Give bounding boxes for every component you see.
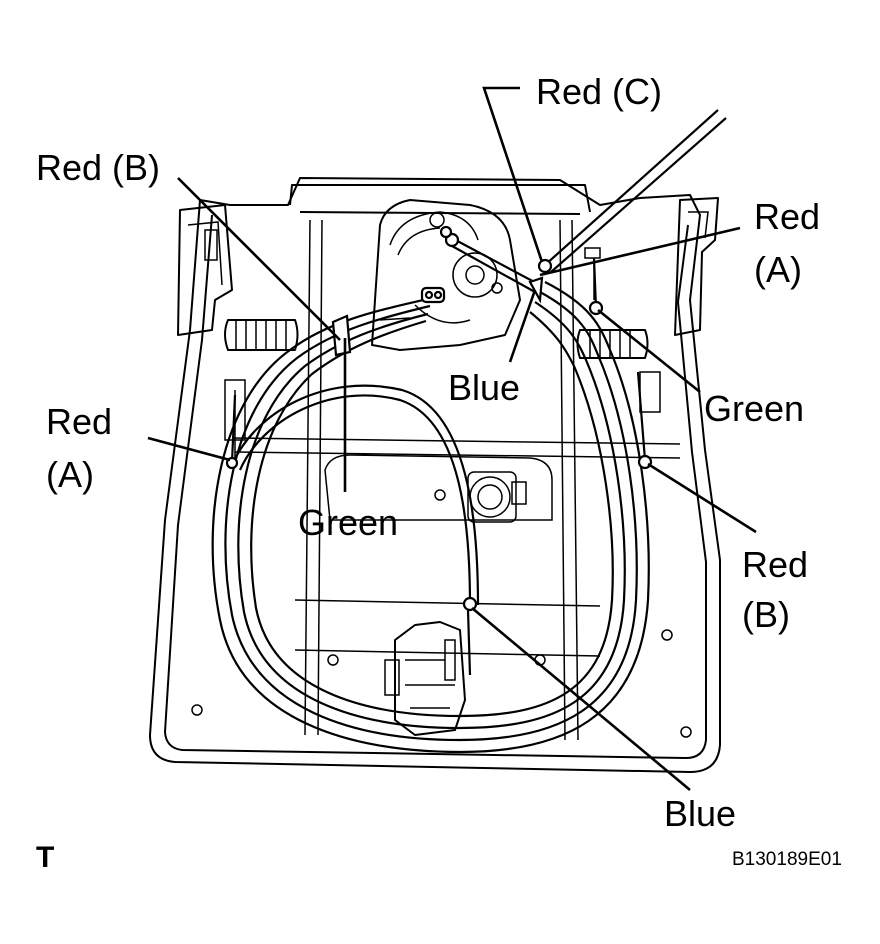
leader-red-a-right [539,226,741,277]
leader-red-c [482,86,544,263]
cable-bundle [211,109,727,754]
figure-code: B130189E01 [732,849,842,870]
left-spring [224,319,299,351]
lower-mechanism [384,621,466,736]
leader-blue-top [508,289,537,363]
label-red-a-left-line1: Red [46,401,112,442]
recliner-mechanism [371,199,521,351]
callout-labels: Red (C) Red (B) Red (A) Blue Green Red (… [36,71,820,834]
leader-green-right [597,308,701,394]
leader-blue-bottom [471,607,691,791]
cable-clips [225,225,653,612]
leader-red-b-right [647,462,757,534]
label-red-c: Red (C) [536,71,662,112]
label-red-b-top-left: Red (B) [36,147,160,188]
label-red-b-right-line2: (B) [742,594,790,635]
label-green-right: Green [704,388,804,429]
label-blue-bottom: Blue [664,793,736,834]
seat-frame [149,177,721,773]
leader-red-b-left [177,177,341,341]
leader-red-a-left [147,436,231,462]
label-red-a-left-line2: (A) [46,454,94,495]
label-red-a-right-line2: (A) [754,249,802,290]
right-spring [576,329,649,359]
label-blue-top: Blue [448,367,520,408]
blue-bottom-clip [462,596,478,612]
red-c-clip [537,258,553,274]
leader-lines [147,86,757,791]
label-green-center: Green [298,502,398,543]
label-red-a-right-line1: Red [754,196,820,237]
corner-mark: T [36,841,54,874]
label-red-b-right-line1: Red [742,544,808,585]
